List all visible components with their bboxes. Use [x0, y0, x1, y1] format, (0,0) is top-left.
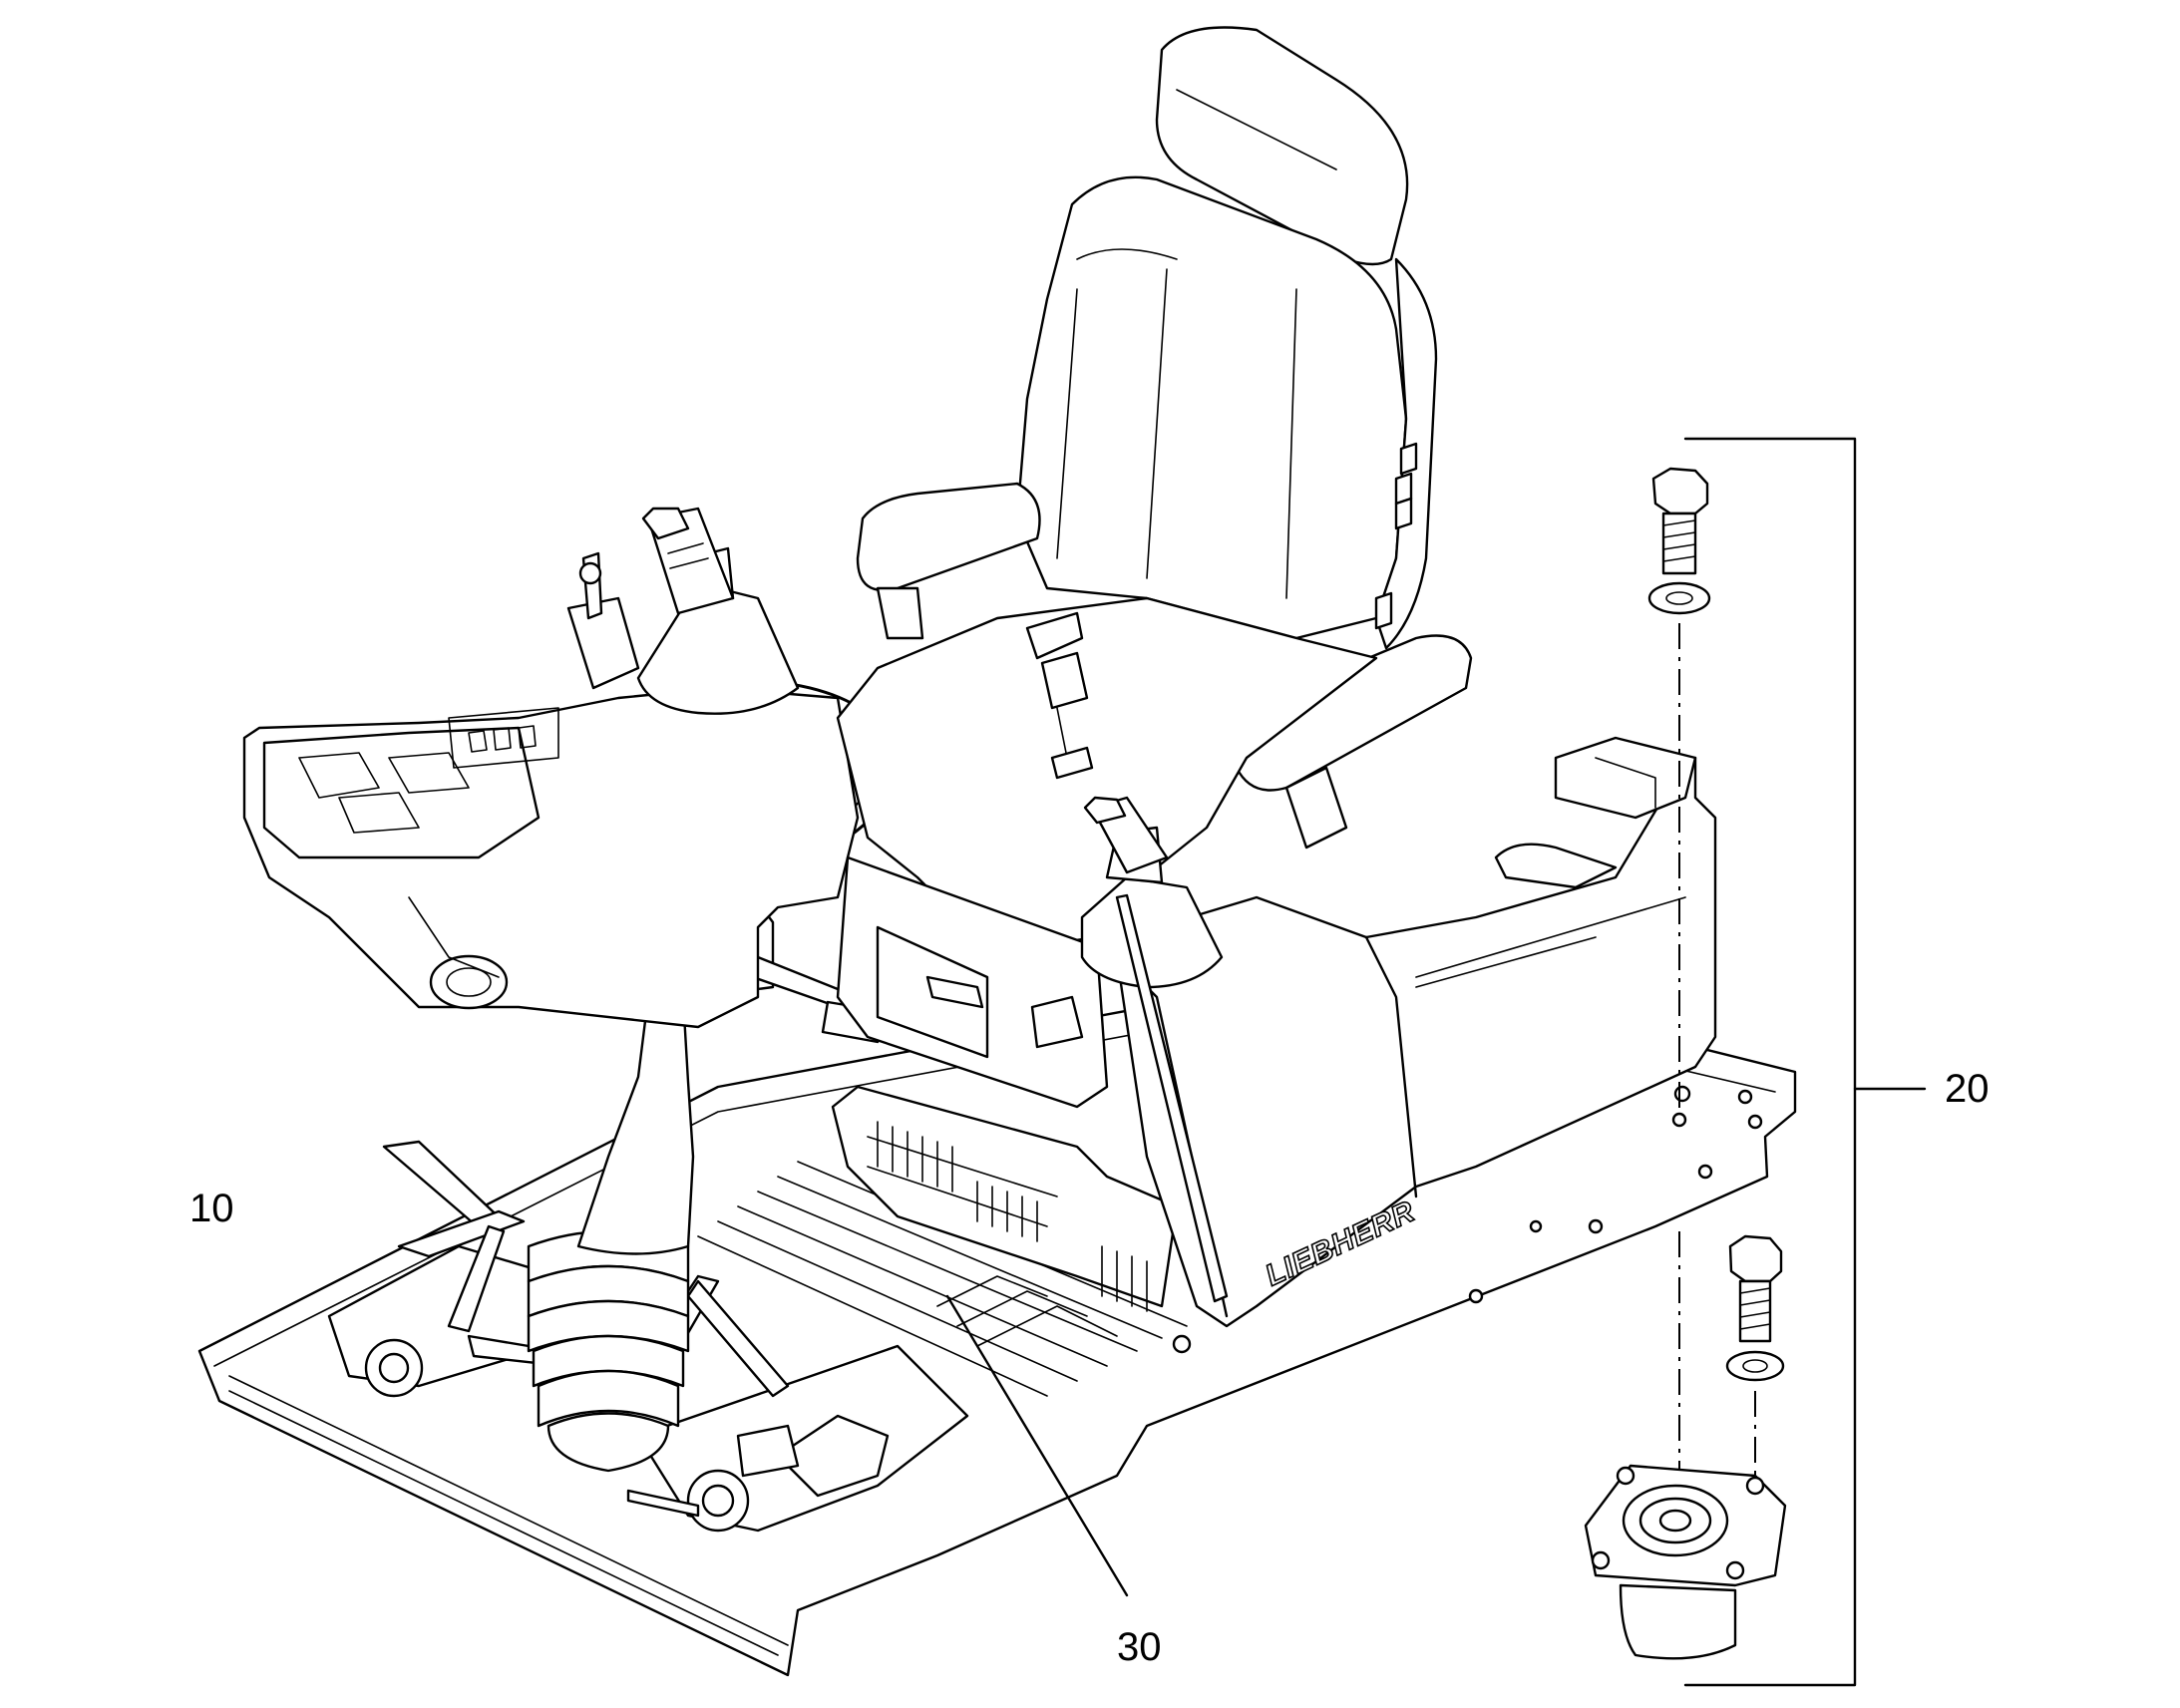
callout-lines [945, 437, 1927, 1687]
callout-20: 20 [1945, 1067, 1990, 1111]
left-console [242, 551, 860, 1029]
left-joystick [636, 507, 800, 715]
callout-30: 30 [1117, 1625, 1162, 1669]
right-console: LIEBHERR [1080, 736, 1717, 1328]
pedals [382, 1140, 800, 1518]
seat [831, 26, 1473, 1312]
mount-assembly [1584, 467, 1787, 1660]
callout-10: 10 [189, 1187, 234, 1230]
